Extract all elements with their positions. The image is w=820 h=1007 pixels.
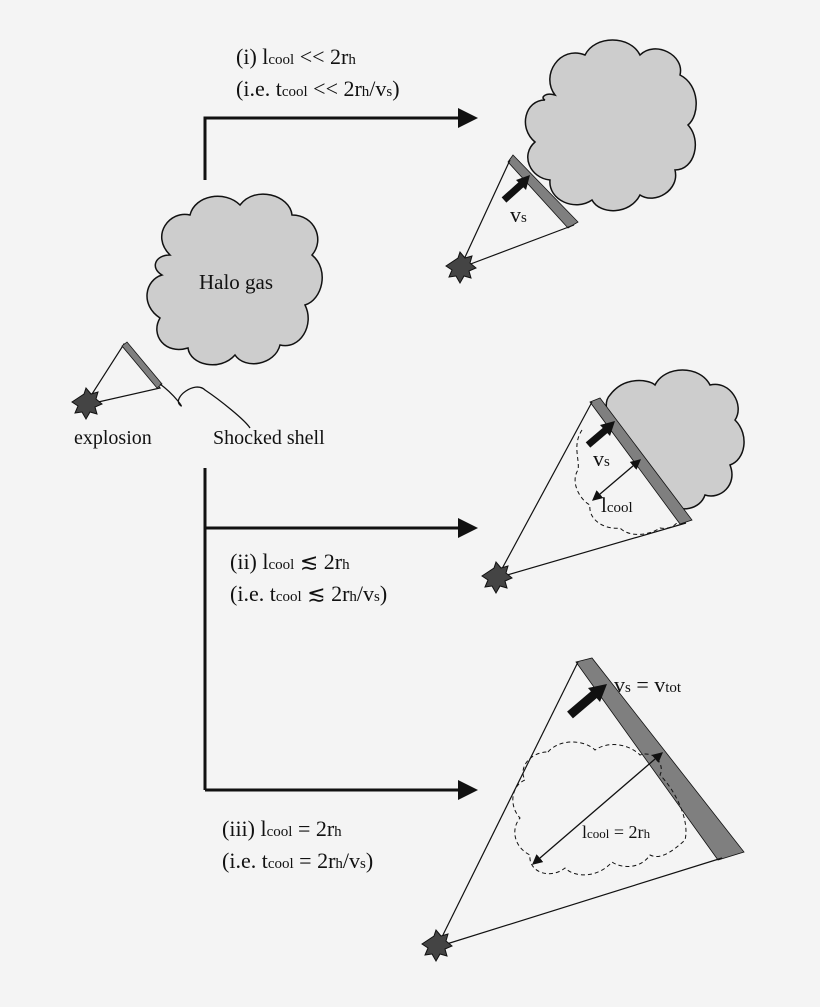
case-iii-velocity-label: vs = vtot <box>614 672 682 697</box>
case-iii-line2: (i.e. tcool = 2rh/vs) <box>222 848 373 873</box>
case-i-line1: (i) lcool << 2rh <box>236 44 356 69</box>
flow-arrow-ii-head <box>458 518 478 538</box>
initial-shell <box>121 341 163 389</box>
case-ii-lcool-label: lcool <box>601 493 633 517</box>
case-ii-lcool-arrow <box>592 459 641 501</box>
case-i-velocity-arrowhead <box>516 175 530 190</box>
case-iii-dashed-cloud <box>512 741 687 876</box>
case-i-cone-edge-bottom <box>459 224 575 269</box>
case-ii-shell <box>589 397 693 525</box>
case-iii-line1: (iii) lcool = 2rh <box>222 816 342 841</box>
case-ii-velocity-arrowhead <box>600 421 615 436</box>
case-iii-cone-edge-top <box>436 661 579 948</box>
case-i-velocity-arrow <box>501 179 527 203</box>
case-i-shell <box>507 154 579 229</box>
case-i-cloud <box>524 39 697 212</box>
case-iii-velocity-arrowhead <box>588 684 607 702</box>
case-ii-cone-edge-bottom <box>496 522 687 579</box>
case-iii-lcool-arrow <box>532 752 663 865</box>
flow-arrows <box>203 108 478 800</box>
case-iii-lcool-label: lcool = 2rh <box>582 822 651 842</box>
case-iii-velocity-arrow <box>567 688 600 719</box>
flow-arrow-i-head <box>458 108 478 128</box>
explosion-label: explosion <box>74 427 152 449</box>
flow-arrow-i <box>203 116 470 180</box>
case-iii-cone-edge-bottom <box>436 857 723 948</box>
case-ii-velocity-label: vs <box>593 446 610 471</box>
case-i-line2: (i.e. tcool << 2rh/vs) <box>236 76 400 101</box>
halo-gas-label: Halo gas <box>199 270 273 294</box>
case-ii-velocity-arrow <box>585 425 611 448</box>
case-iii-illustration: vs = vtot lcool = 2rh <box>421 657 745 963</box>
case-i-explosion-star <box>445 250 477 285</box>
case-iii-caption: (iii) lcool = 2rh (i.e. tcool = 2rh/vs) <box>222 816 373 873</box>
initial-state: Halo gas explosion Shocked shell <box>71 193 325 449</box>
case-ii-explosion-star <box>481 560 513 595</box>
halo-gas-cloud <box>146 193 323 366</box>
case-iii-explosion-star <box>421 928 453 963</box>
shocked-shell-label: Shocked shell <box>213 427 325 449</box>
case-i-caption: (i) lcool << 2rh (i.e. tcool << 2rh/vs) <box>236 44 400 101</box>
case-ii-caption: (ii) lcool ≲ 2rh (i.e. tcool ≲ 2rh/vs) <box>230 549 387 606</box>
case-i-cone-edge-top <box>459 159 511 269</box>
initial-explosion-star <box>71 386 103 421</box>
case-i-velocity-label: vs <box>510 202 527 227</box>
case-ii-dashed-cloud <box>574 429 679 535</box>
flow-arrow-iii-head <box>458 780 478 800</box>
case-ii-line2: (i.e. tcool ≲ 2rh/vs) <box>230 581 387 606</box>
case-i-illustration: vs <box>445 39 697 285</box>
case-ii-illustration: vs lcool <box>481 369 745 595</box>
case-ii-cone-edge-top <box>496 401 593 579</box>
case-ii-line1: (ii) lcool ≲ 2rh <box>230 549 350 574</box>
shell-pointer-line <box>159 383 251 429</box>
